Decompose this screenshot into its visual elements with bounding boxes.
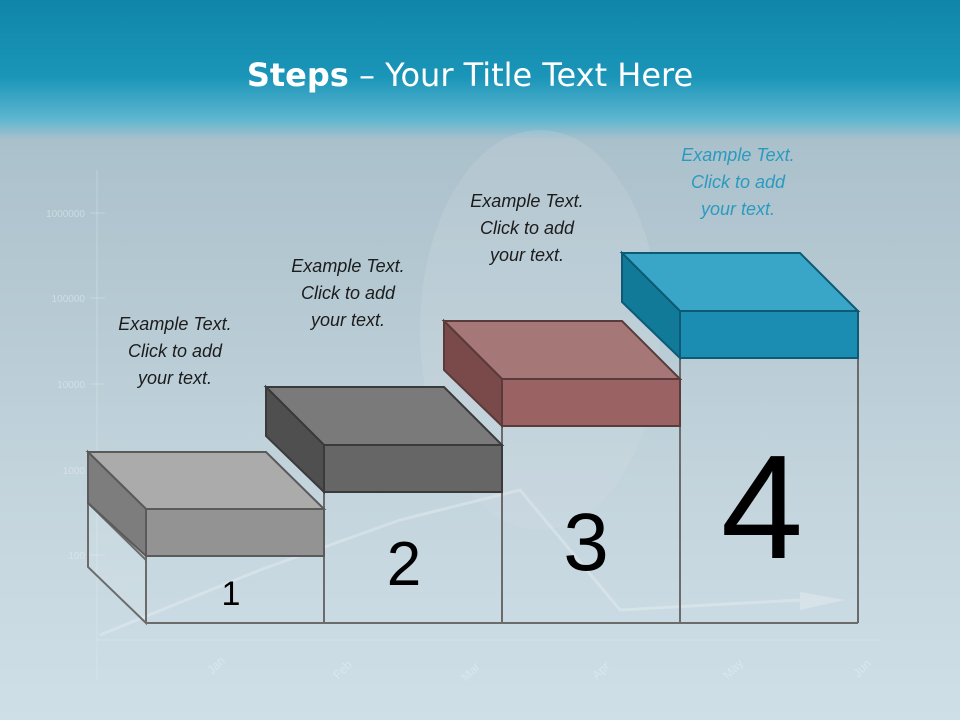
bg-y-tick: 100 (68, 551, 85, 562)
step-3-number: 3 (563, 497, 609, 588)
caption-line: Example Text. (118, 314, 232, 334)
caption-line: your text. (310, 310, 386, 330)
bg-y-tick: 10000 (57, 380, 85, 391)
page-title: Steps – Your Title Text Here (0, 56, 940, 94)
bg-y-tick: 1000000 (46, 209, 85, 220)
caption-line: your text. (489, 245, 565, 265)
caption-line: your text. (700, 199, 776, 219)
caption-line: Click to add (300, 283, 396, 303)
caption-line: Click to add (690, 172, 786, 192)
bg-trend-line (99, 488, 801, 637)
step-2-number: 2 (387, 530, 421, 599)
caption-line: Click to add (479, 218, 575, 238)
step-3-block[interactable] (441, 318, 683, 429)
caption-line: Example Text. (681, 145, 795, 165)
step-4-number: 4 (721, 425, 803, 590)
caption-line: Click to add (127, 341, 223, 361)
caption-line: Example Text. (470, 191, 584, 211)
step-4-caption[interactable]: Example Text. Click to add your text. (653, 142, 823, 223)
bg-y-tick: 1000 (63, 466, 86, 477)
bg-y-tick: 100000 (52, 294, 86, 305)
step-1-caption[interactable]: Example Text. Click to add your text. (90, 311, 260, 392)
bg-arrow-head (800, 592, 845, 610)
step-1-block[interactable] (85, 449, 327, 559)
title-rest: Your Title Text Here (385, 56, 694, 94)
step-2-block[interactable] (263, 384, 505, 495)
step-2-caption[interactable]: Example Text. Click to add your text. (263, 253, 433, 334)
step-4-block[interactable] (619, 250, 861, 361)
title-bold: Steps (246, 56, 349, 94)
step-1-number: 1 (222, 575, 241, 613)
caption-line: your text. (137, 368, 213, 388)
title-dash: – (348, 56, 386, 94)
step-3-caption[interactable]: Example Text. Click to add your text. (442, 188, 612, 269)
caption-line: Example Text. (291, 256, 405, 276)
title-band (0, 0, 960, 140)
